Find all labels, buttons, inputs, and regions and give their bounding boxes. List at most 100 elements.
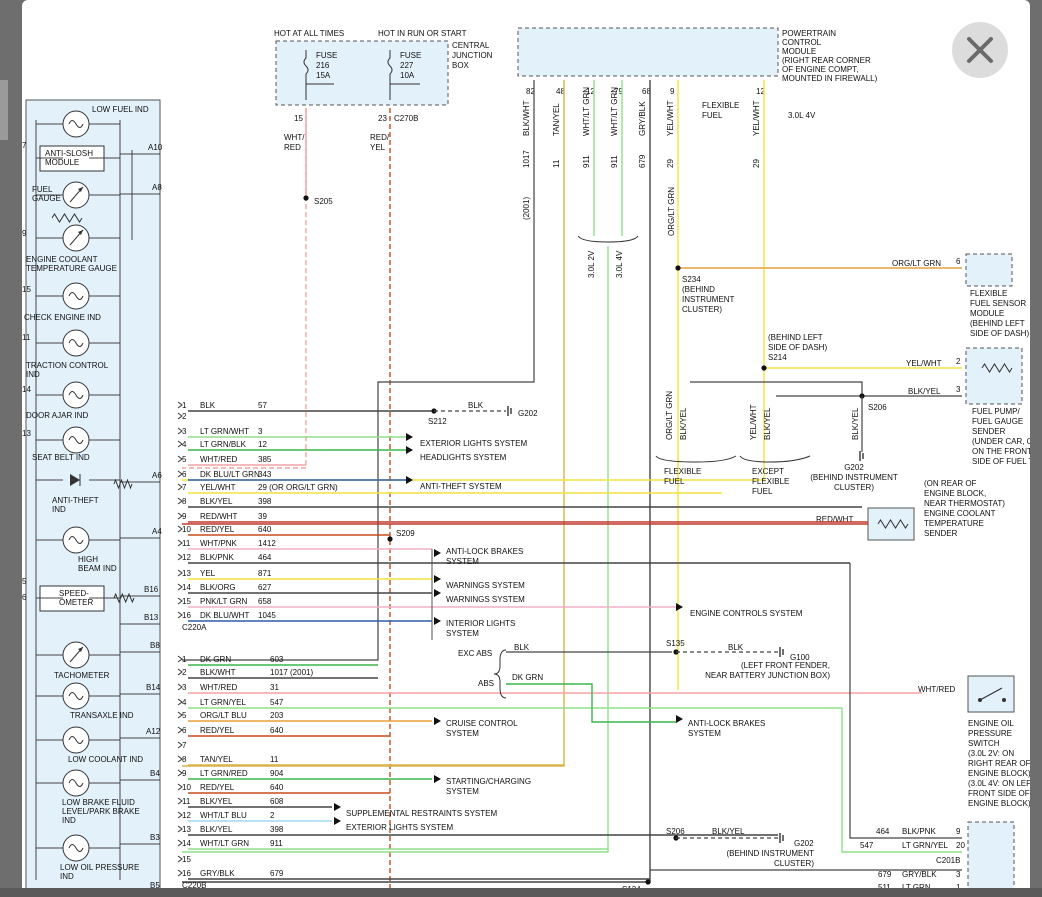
system-label: ANTI-THEFT SYSTEM [420, 482, 502, 491]
pcm-circuit-label: 911 [582, 155, 591, 168]
c220a-pin-label: 16 [182, 611, 191, 620]
flex-fuel-sensor-box [965, 253, 1013, 287]
connector-icon [177, 569, 183, 577]
ect-label: SENDER [924, 529, 958, 538]
viewer-bottom-bar [0, 888, 1042, 897]
connector-icon [177, 597, 183, 605]
oil-pressure-switch-label: ENGINE BLOCK) [968, 799, 1030, 808]
c201b-connector-label: C201B [936, 856, 960, 865]
cluster-pin-label: A8 [152, 183, 162, 192]
cluster-pin-label: B16 [144, 585, 159, 594]
connector-icon [177, 525, 183, 533]
pcm-label: (RIGHT REAR CORNER [782, 56, 871, 65]
connector-icon [177, 769, 183, 777]
cluster-pin-label: B13 [144, 613, 159, 622]
cluster-gauge-icon [78, 187, 83, 192]
c220b-wire-color: BLK/WHT [200, 668, 236, 677]
connector-icon [177, 711, 183, 719]
oil-pressure-switch-label: PRESSURE [968, 729, 1012, 738]
central-junction-box [275, 40, 449, 106]
pcm-label: MOUNTED IN FIREWALL) [782, 74, 878, 83]
cluster-bulb-icon [68, 120, 84, 128]
splice-dot [761, 365, 767, 371]
c220a-pin-label: 10 [182, 525, 191, 534]
connector-icon [177, 512, 183, 520]
c201b-color: GRY/BLK [902, 870, 937, 879]
wire-dk-grn [506, 683, 676, 723]
wire-color-label: RED [284, 143, 301, 152]
c220b-wire-color: WHT/RED [200, 683, 238, 692]
system-label: EXTERIOR LIGHTS SYSTEM [346, 823, 453, 832]
connector-icon [177, 783, 183, 791]
c201b-pin: 1 [956, 883, 961, 890]
ect-label: ENGINE COOLANT [924, 509, 996, 518]
viewer-scroll-handle[interactable] [0, 80, 8, 140]
pin-label: 2 [956, 357, 961, 366]
g100-label: NEAR BATTERY JUNCTION BOX) [705, 671, 830, 680]
c201b-pin: 3 [956, 870, 961, 879]
c220a-wire-color: RED/YEL [200, 525, 235, 534]
g202-label: CLUSTER) [774, 859, 814, 868]
cluster-item-label: ANTI-THEFT [52, 496, 99, 505]
oil-pressure-switch-label: (3.0L 2V: ON [968, 749, 1014, 758]
close-button[interactable] [952, 22, 1008, 78]
connector-icon [177, 755, 183, 763]
c220b-pin-label: 7 [182, 741, 187, 750]
c220b-pin-label: 1 [182, 655, 187, 664]
fuse-227-label: FUSE [400, 51, 421, 60]
fuel-pump-label: FUEL GAUGE [972, 417, 1023, 426]
cluster-item-label: LOW COOLANT IND [68, 755, 143, 764]
ect-label: (ON REAR OF [924, 479, 977, 488]
cluster-bulb-icon [68, 391, 84, 399]
splice-s214-label: SIDE OF DASH) [768, 343, 827, 352]
c220b-circuit-label: 640 [270, 783, 284, 792]
c220a-circuit-label: 3 [258, 427, 263, 436]
cluster-pin-label: A4 [152, 527, 162, 536]
connector-label: C270B [394, 114, 418, 123]
splice-label: S135 [666, 639, 685, 648]
fuse-227-label: 227 [400, 61, 414, 70]
cluster-pin-label: 7 [22, 141, 27, 150]
connector-icon [177, 427, 183, 435]
splice-dot [303, 195, 309, 201]
c220b-pin-label: 15 [182, 855, 191, 864]
c220a-circuit-label: 1412 [258, 539, 276, 548]
pcm-circuit-label: 29 [752, 159, 761, 168]
c220b-pin-label: 8 [182, 755, 187, 764]
c220b-wire-color: GRY/BLK [200, 869, 235, 878]
connector-icon [177, 726, 183, 734]
bracket-icon [739, 455, 811, 463]
c220a-circuit-label: 640 [258, 525, 272, 534]
pcm-wire-color: YEL/WHT [666, 100, 675, 136]
cluster-bulb-icon [68, 736, 84, 744]
switch-icon [1002, 698, 1006, 702]
variant-label: 3.0L 2V [587, 250, 596, 278]
c220b-circuit-label: 398 [270, 825, 284, 834]
system-label: ANTI-LOCK BRAKES [688, 719, 765, 728]
variant-label: ABS [478, 679, 494, 688]
wire-color-label: BLK [468, 401, 484, 410]
pin-label: 3 [956, 385, 961, 394]
cluster-bulb-icon [68, 339, 84, 347]
c201b-circuit: 547 [860, 841, 874, 850]
c220a-pin-label: 7 [182, 483, 187, 492]
c220a-wire-color: YEL/WHT [200, 483, 236, 492]
wire-yel-wht [182, 80, 765, 481]
c220a-pin-label: 9 [182, 512, 187, 521]
c220a-pin-label: 5 [182, 455, 187, 464]
arrow-icon [334, 817, 341, 825]
switch-icon [979, 687, 1003, 701]
pcm-wire-color: WHT/LT GRN [610, 87, 619, 136]
system-label: HEADLIGHTS SYSTEM [420, 453, 507, 462]
c201b-connector-box [967, 821, 1015, 890]
connector-icon [177, 825, 183, 833]
ect-sender-box [867, 507, 915, 541]
wire-color-label: DK GRN [512, 673, 543, 682]
c220b-pin-label: 10 [182, 783, 191, 792]
cluster-item-label: IND [26, 370, 40, 379]
system-label: SYSTEM [688, 729, 721, 738]
c220b-circuit-label: 203 [270, 711, 284, 720]
hot-at-all-times-label: HOT AT ALL TIMES [274, 29, 344, 38]
c220a-pin-label: 2 [182, 412, 187, 421]
